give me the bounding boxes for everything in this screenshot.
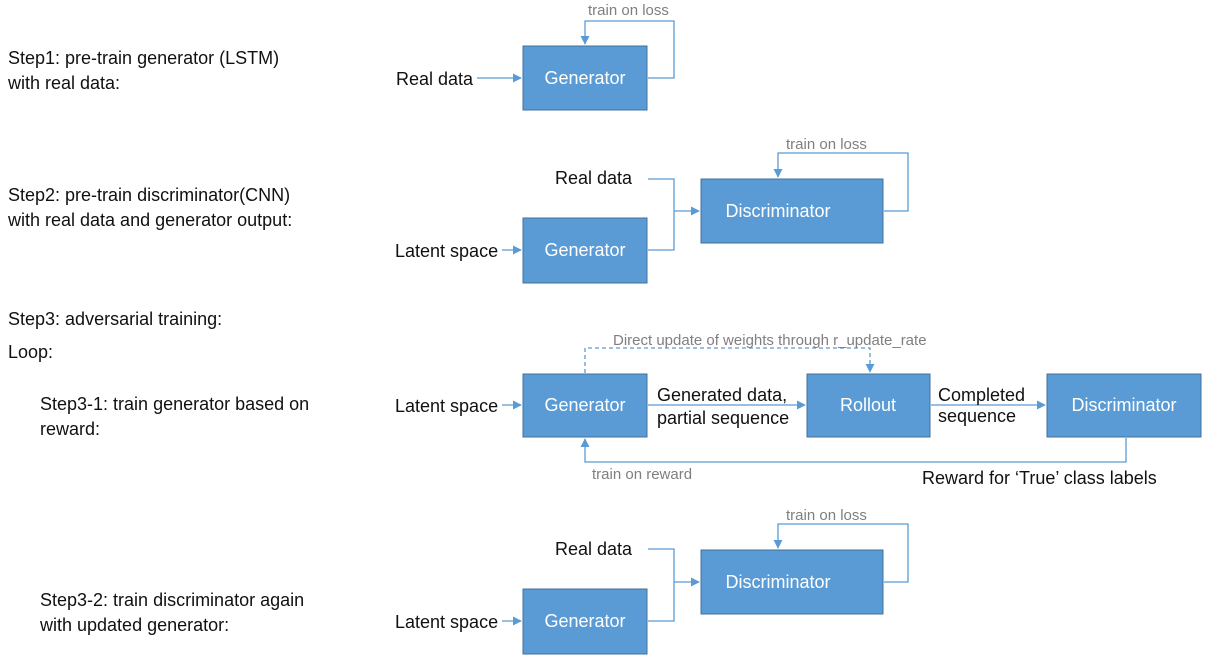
step3-2-generator-box: [522, 588, 648, 655]
step1-generator-label: Generator: [544, 68, 625, 88]
step3-2-discriminator-box: [700, 549, 884, 615]
step2-real-data-label: Real data: [555, 168, 633, 188]
step2-generator-box: [522, 217, 648, 284]
step2-latent-space-label: Latent space: [395, 241, 498, 261]
step3-2-line1: Step3-2: train discriminator again: [40, 590, 304, 610]
step3-2-loss-loop: [773, 523, 909, 583]
step1-generator-box: [522, 45, 648, 111]
step2-line1: Step2: pre-train discriminator(CNN): [8, 185, 290, 205]
step3-1-generator-label: Generator: [544, 395, 625, 415]
step1-real-data-label: Real data: [396, 69, 474, 89]
completed-sequence-label-line1: Completed: [938, 385, 1025, 405]
step3-1-line2: reward:: [40, 419, 100, 439]
step1-line1: Step1: pre-train generator (LSTM): [8, 48, 279, 68]
step2-discriminator-label: Discriminator: [725, 201, 830, 221]
rollout-label: Rollout: [840, 395, 896, 415]
step3-1-discriminator-label: Discriminator: [1071, 395, 1176, 415]
step3-2-train-on-loss: train on loss: [786, 507, 867, 524]
generated-data-label-line1: Generated data,: [657, 385, 787, 405]
step3-2-discriminator-label: Discriminator: [725, 572, 830, 592]
step1-loss-loop: [580, 20, 675, 79]
step3-1-discriminator-box: [1046, 373, 1202, 438]
step3-1-generator-box: [522, 373, 648, 438]
step2-train-on-loss: train on loss: [786, 136, 867, 153]
step2-merge-lines: [648, 178, 675, 251]
step3-2-generator-label: Generator: [544, 611, 625, 631]
step3-1-line1: Step3-1: train generator based on: [40, 394, 309, 414]
step3-2-latent-space-label: Latent space: [395, 612, 498, 632]
step1-train-on-loss: train on loss: [588, 2, 669, 19]
step2-loss-loop: [773, 152, 909, 212]
rollout-box: [806, 373, 931, 438]
step3-title: Step3: adversarial training:: [8, 309, 222, 329]
reward-label: Reward for ‘True’ class labels: [922, 468, 1157, 488]
step2-line2: with real data and generator output:: [7, 210, 292, 230]
train-on-reward-label: train on reward: [592, 466, 692, 483]
loop-label: Loop:: [8, 342, 53, 362]
step2-generator-label: Generator: [544, 240, 625, 260]
reward-loop: [580, 438, 1127, 463]
step3-1-latent-space-label: Latent space: [395, 396, 498, 416]
step1-line2: with real data:: [7, 73, 120, 93]
direct-update-line: [584, 347, 875, 373]
generated-data-label-line2: partial sequence: [657, 408, 789, 428]
step3-2-line2: with updated generator:: [39, 615, 229, 635]
completed-sequence-label-line2: sequence: [938, 406, 1016, 426]
step3-2-real-data-label: Real data: [555, 539, 633, 559]
step3-2-merge-lines: [648, 548, 675, 622]
direct-update-label: Direct update of weights through r_updat…: [613, 332, 927, 349]
step2-discriminator-box: [700, 178, 884, 244]
